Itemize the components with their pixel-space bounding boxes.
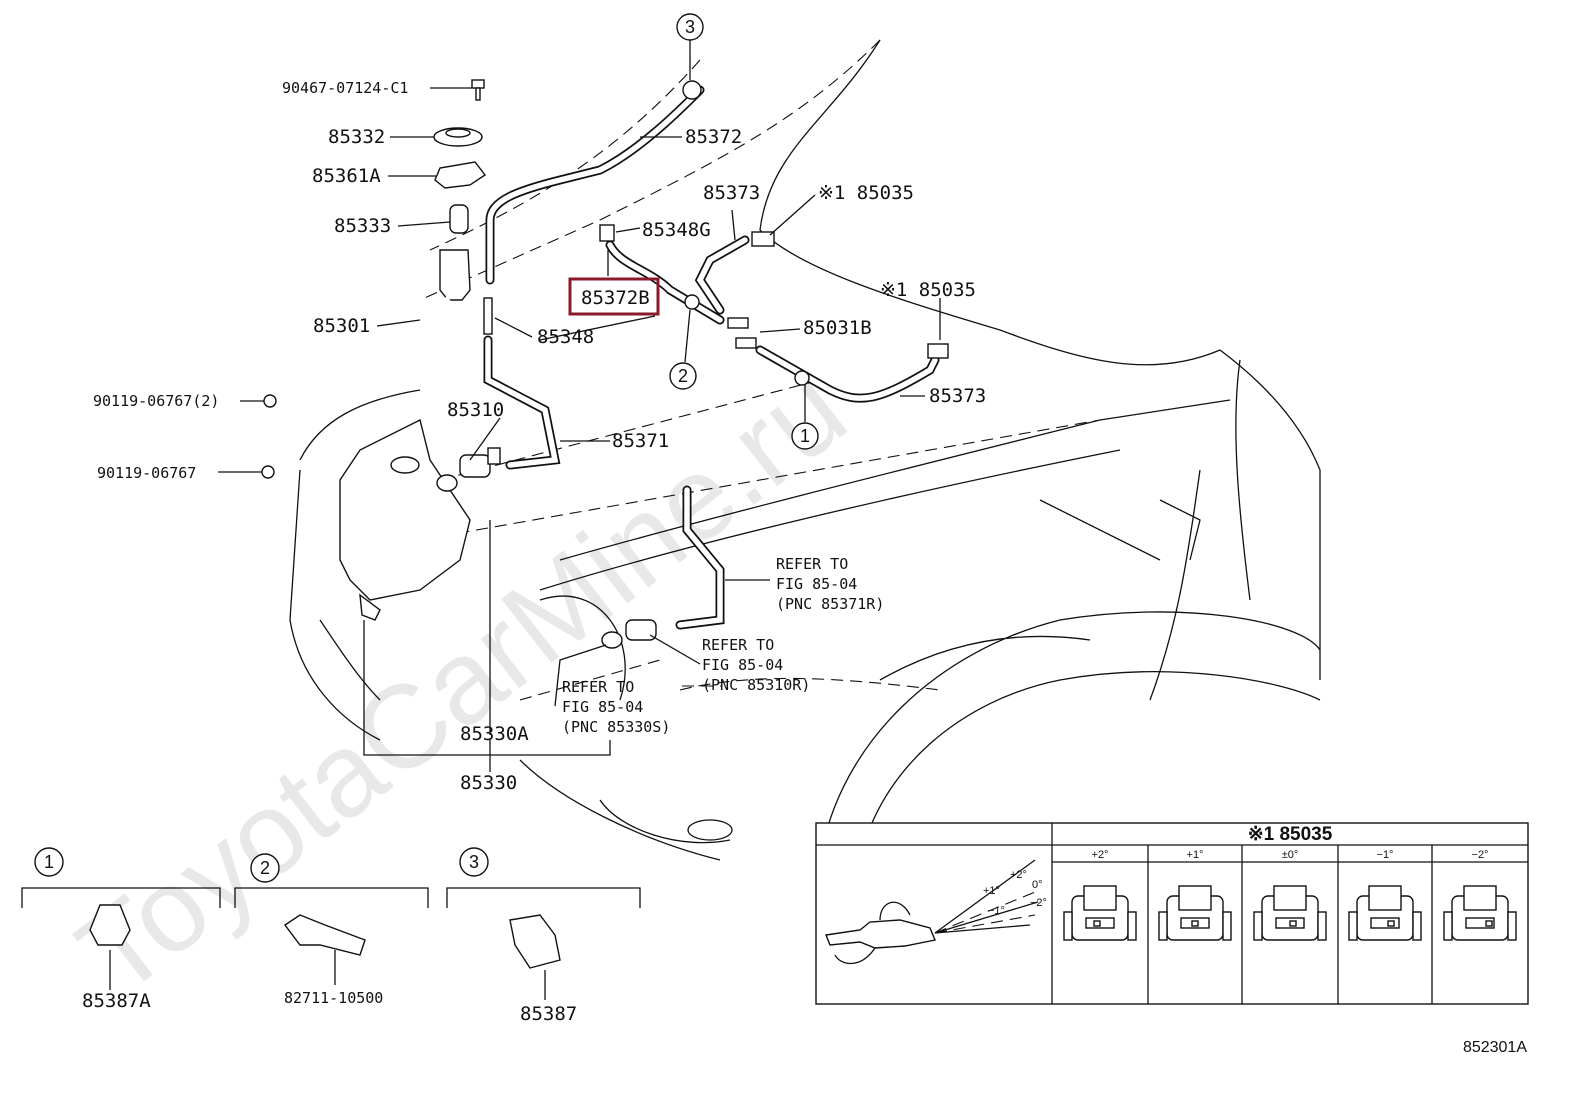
screw-icon	[263, 394, 277, 408]
figure-id: 852301A	[1463, 1039, 1527, 1056]
ref-3-line2: FIG 85-04	[562, 698, 643, 716]
svg-text:3: 3	[469, 852, 479, 872]
ref-1-line3: (PNC 85371R)	[776, 595, 884, 613]
nozzle-right-icon	[927, 343, 949, 359]
angle-minus1: −1°	[988, 905, 1005, 917]
callout-1-main	[791, 422, 819, 450]
callout-3-top	[676, 13, 704, 41]
label-85031B[interactable]: 85031B	[803, 317, 872, 339]
angle-plus2: +2°	[1010, 869, 1027, 881]
ref-1-line2: FIG 85-04	[776, 575, 857, 593]
components	[261, 79, 949, 649]
nozzle-adjustment-table: ※1 85035 +2° +1° ±0° −1° −2° +2° +1° 0° …	[815, 822, 1529, 1005]
nozzle-front-minus1	[1348, 885, 1422, 941]
washer-pump-icon	[459, 454, 491, 478]
nozzle-side-view: +2° +1° 0° −1° −2°	[825, 859, 1047, 965]
part-labels: 90467-07124-C1 85332 85361A 85333 85301 …	[93, 79, 986, 794]
label-85372B[interactable]: 85372B	[581, 287, 650, 309]
nozzle-front-minus2	[1443, 885, 1517, 941]
label-85348G[interactable]: 85348G	[642, 219, 711, 241]
label-85372[interactable]: 85372	[685, 126, 742, 148]
label-85333[interactable]: 85333	[334, 215, 391, 237]
label-90119-a[interactable]: 90119-06767(2)	[93, 392, 219, 410]
screw-icon-2	[261, 465, 275, 479]
filler-neck-icon	[439, 249, 471, 301]
label-85373-bottom[interactable]: 85373	[929, 385, 986, 407]
washer-tank-icon	[339, 418, 471, 601]
reference-notes: REFER TO FIG 85-04 (PNC 85371R) REFER TO…	[562, 555, 884, 736]
vehicle-body-outline	[289, 39, 1321, 861]
ref-2-line2: FIG 85-04	[702, 656, 783, 674]
ref-2-line1: REFER TO	[702, 636, 774, 654]
label-85387[interactable]: 85387	[520, 1003, 577, 1025]
label-85361A[interactable]: 85361A	[312, 165, 381, 187]
label-85332[interactable]: 85332	[328, 126, 385, 148]
highlight-box	[568, 277, 660, 316]
ref-3-line3: (PNC 85330S)	[562, 718, 670, 736]
label-90467[interactable]: 90467-07124-C1	[282, 79, 408, 97]
label-82711[interactable]: 82711-10500	[284, 989, 383, 1007]
label-85310[interactable]: 85310	[447, 399, 504, 421]
bolt-icon	[471, 79, 485, 89]
clip-details: 1 85387A 2 82711-10500 3 85387	[21, 847, 641, 1025]
svg-text:2: 2	[678, 366, 688, 386]
label-85301[interactable]: 85301	[313, 315, 370, 337]
svg-text:2: 2	[260, 858, 270, 878]
label-85035-right[interactable]: ※1 85035	[880, 279, 976, 301]
washer-pump-right-icon	[625, 619, 657, 641]
nozzle-front-plus2	[1063, 885, 1137, 941]
nozzle-icon	[751, 231, 775, 247]
clip-85387-icon	[509, 914, 561, 969]
leader-lines	[218, 40, 941, 772]
col-minus1: −1°	[1377, 849, 1394, 861]
col-plus2: +2°	[1092, 849, 1109, 861]
label-85330A[interactable]: 85330A	[460, 723, 529, 745]
clip-85387A-icon	[89, 904, 131, 946]
check-valve-icon	[727, 317, 749, 329]
hose-joint-g-icon	[599, 224, 615, 242]
callout-circles: 3 2 1	[669, 13, 819, 450]
washer-hoses	[483, 85, 940, 630]
strainer-icon	[449, 204, 469, 234]
ref-1-line1: REFER TO	[776, 555, 848, 573]
label-85035-top[interactable]: ※1 85035	[818, 182, 914, 204]
col-minus2: −2°	[1472, 849, 1489, 861]
col-plus1: +1°	[1187, 849, 1204, 861]
svg-text:1: 1	[44, 852, 54, 872]
callout-1-detail	[34, 847, 64, 877]
nozzle-front-zero	[1253, 885, 1327, 941]
ref-3-line1: REFER TO	[562, 678, 634, 696]
svg-text:3: 3	[685, 17, 695, 37]
label-85371[interactable]: 85371	[612, 430, 669, 452]
col-zero: ±0°	[1282, 849, 1299, 861]
nozzle-front-views	[1063, 885, 1517, 941]
label-85348[interactable]: 85348	[537, 326, 594, 348]
angle-minus2: −2°	[1030, 897, 1047, 909]
callout-2-main	[669, 362, 697, 390]
grommet-icon	[436, 474, 458, 492]
clamp-82711-icon	[283, 914, 366, 956]
callout-2-detail	[250, 853, 280, 883]
table-title: ※1 85035	[1248, 824, 1333, 845]
angle-zero: 0°	[1032, 879, 1043, 891]
callout-3-detail	[459, 847, 489, 877]
label-85330[interactable]: 85330	[460, 772, 517, 794]
cap-holder-icon	[434, 161, 487, 189]
hose-joint-icon	[483, 297, 493, 335]
label-85387A[interactable]: 85387A	[82, 990, 151, 1012]
angle-plus1: +1°	[983, 885, 1000, 897]
ref-2-line3: (PNC 85310R)	[702, 676, 810, 694]
label-85373-top[interactable]: 85373	[703, 182, 760, 204]
nozzle-front-plus1	[1158, 885, 1232, 941]
svg-text:1: 1	[800, 426, 810, 446]
label-90119-b[interactable]: 90119-06767	[97, 464, 196, 482]
